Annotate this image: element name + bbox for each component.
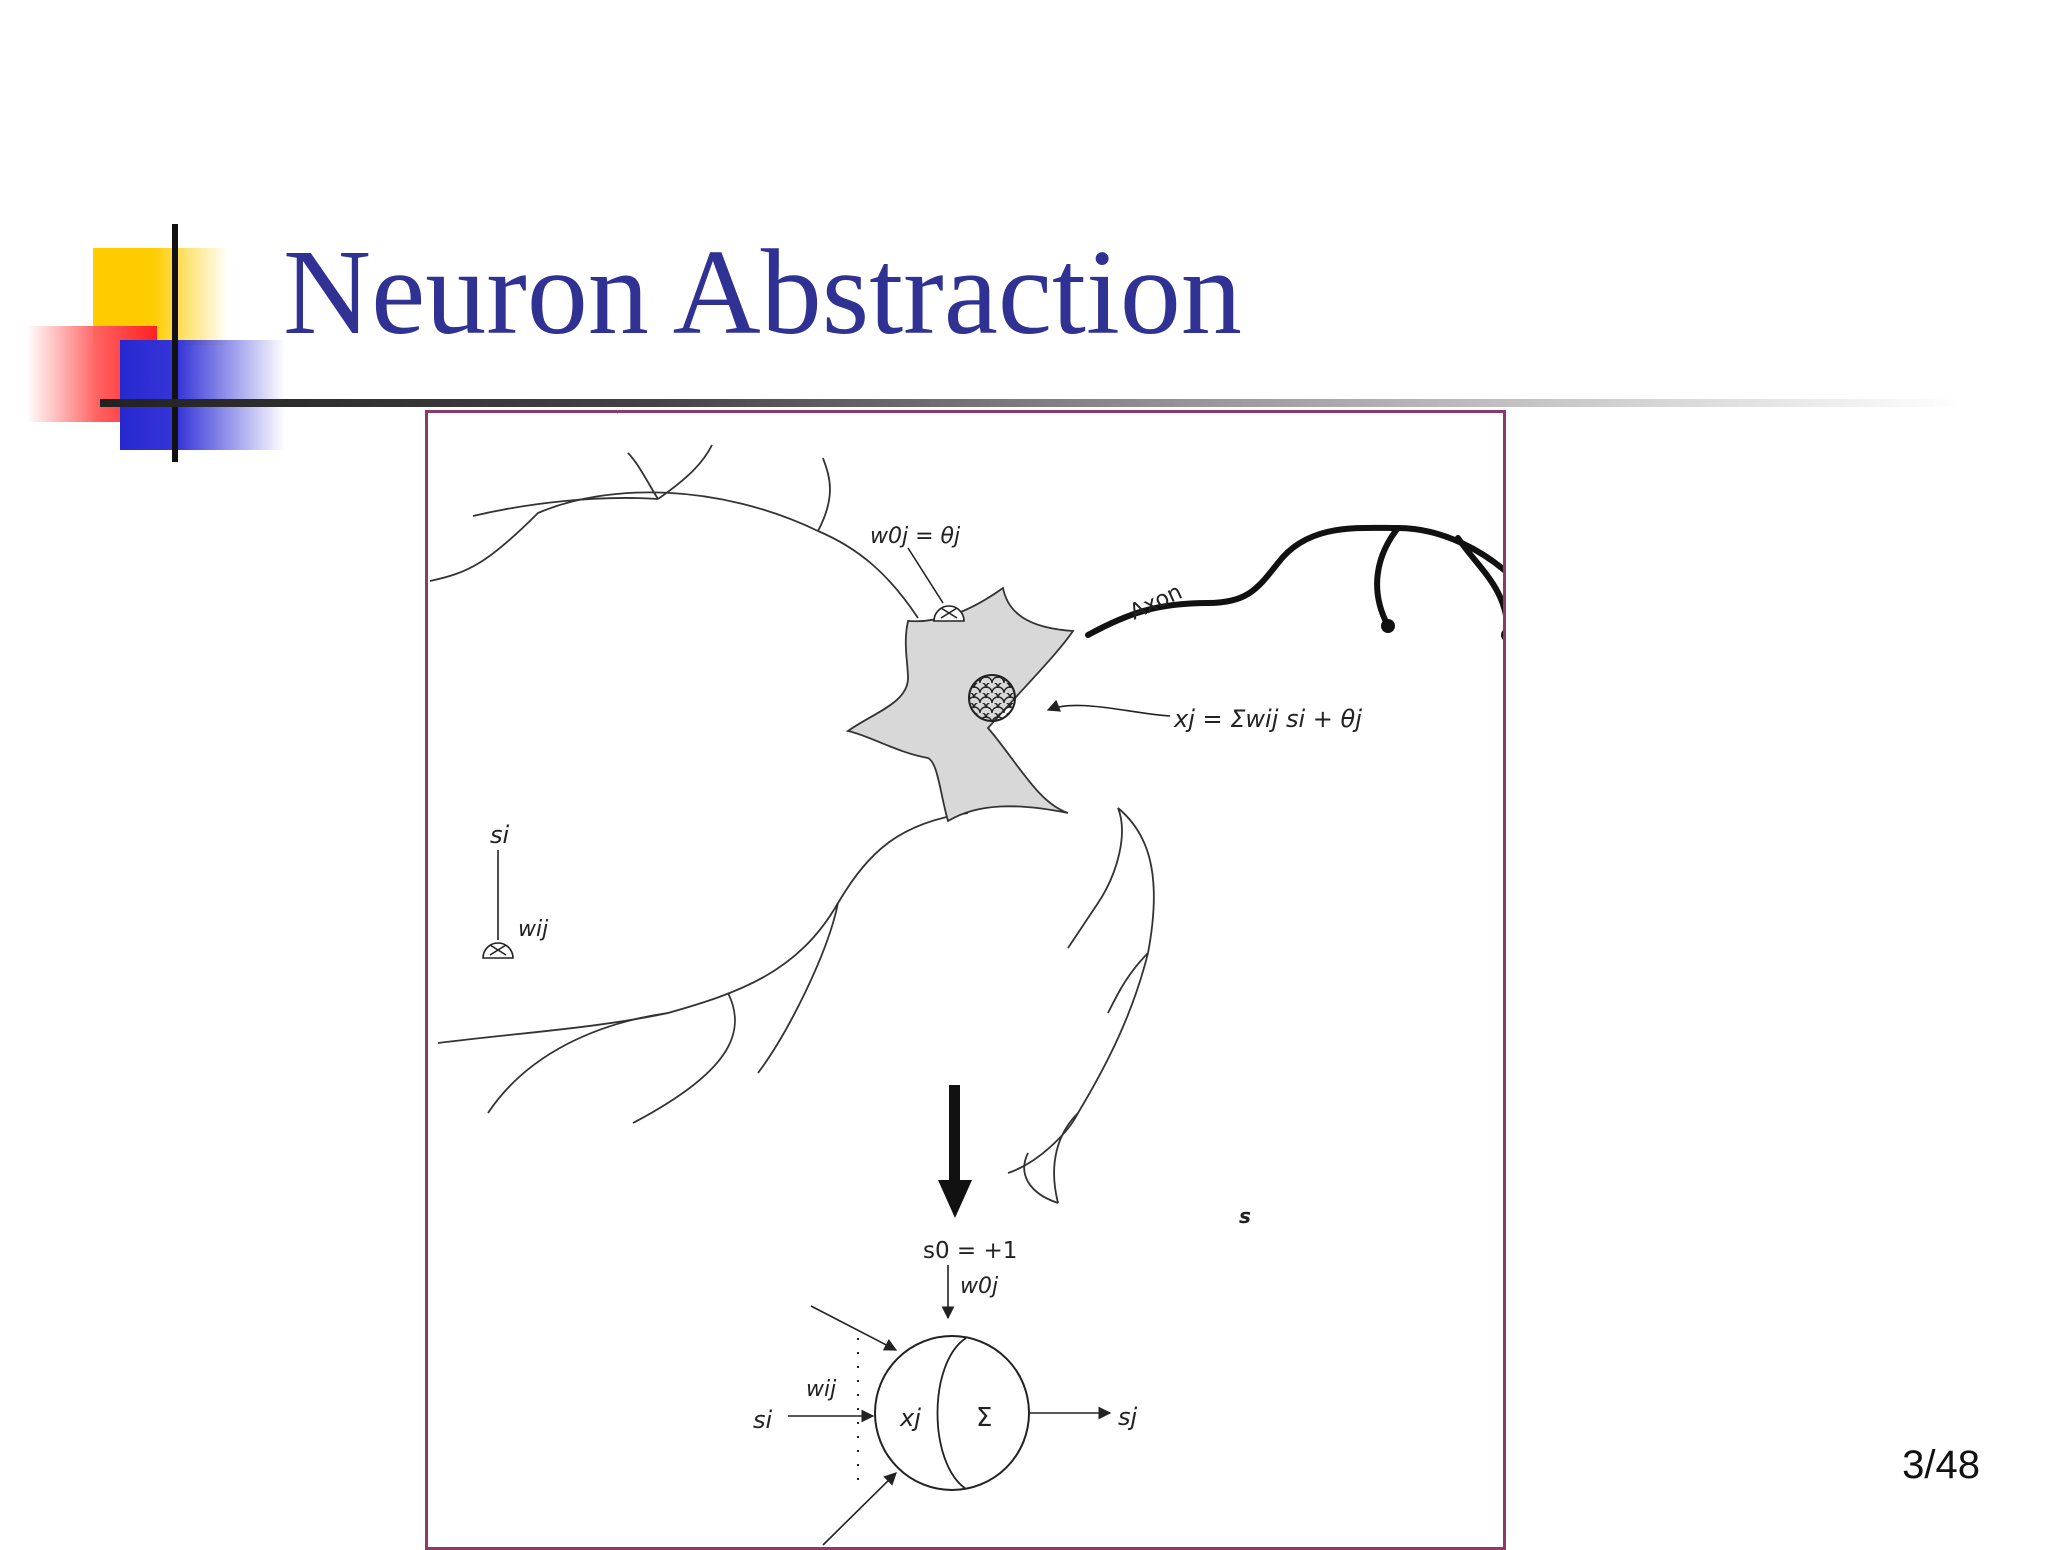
stray-s-label: s bbox=[1239, 1204, 1251, 1228]
neuron-diagram: w0j = θj Axon sj xj = Σwij si + θj si wi… bbox=[429, 413, 1503, 1546]
neuron-node bbox=[874, 1335, 1030, 1491]
title-underline bbox=[100, 399, 1960, 407]
abstract-weight-label: wij bbox=[806, 1377, 837, 1402]
down-arrow-icon bbox=[938, 1085, 972, 1218]
figure-frame: w0j = θj Axon sj xj = Σwij si + θj si wi… bbox=[425, 410, 1506, 1550]
soma bbox=[845, 586, 1075, 823]
bias-synapse-icon bbox=[933, 605, 965, 622]
dendrites bbox=[429, 413, 1155, 1204]
abstract-output-label: sj bbox=[1118, 1403, 1138, 1431]
net-input-label: xj bbox=[899, 1404, 921, 1432]
axon bbox=[1085, 524, 1503, 638]
page-number: 3/48 bbox=[1902, 1443, 1980, 1487]
bias-weight-label: w0j bbox=[960, 1274, 999, 1299]
slide-title: Neuron Abstraction bbox=[283, 225, 1242, 360]
input-label: si bbox=[490, 821, 510, 849]
abstract-input-label: si bbox=[753, 1406, 773, 1434]
bias-input-label: s0 = +1 bbox=[923, 1238, 1017, 1264]
nucleus bbox=[968, 674, 1016, 722]
axon-terminals bbox=[1381, 619, 1503, 640]
weight-label: wij bbox=[518, 917, 549, 942]
axon-label: Axon bbox=[1126, 580, 1186, 626]
sum-symbol: Σ bbox=[976, 1403, 992, 1433]
input-synapse-icon bbox=[482, 942, 514, 959]
formula-label: xj = Σwij si + θj bbox=[1173, 705, 1362, 733]
bias-label: w0j = θj bbox=[870, 524, 961, 549]
decor-blue-square bbox=[120, 340, 285, 450]
decor-vertical-line bbox=[172, 224, 178, 462]
